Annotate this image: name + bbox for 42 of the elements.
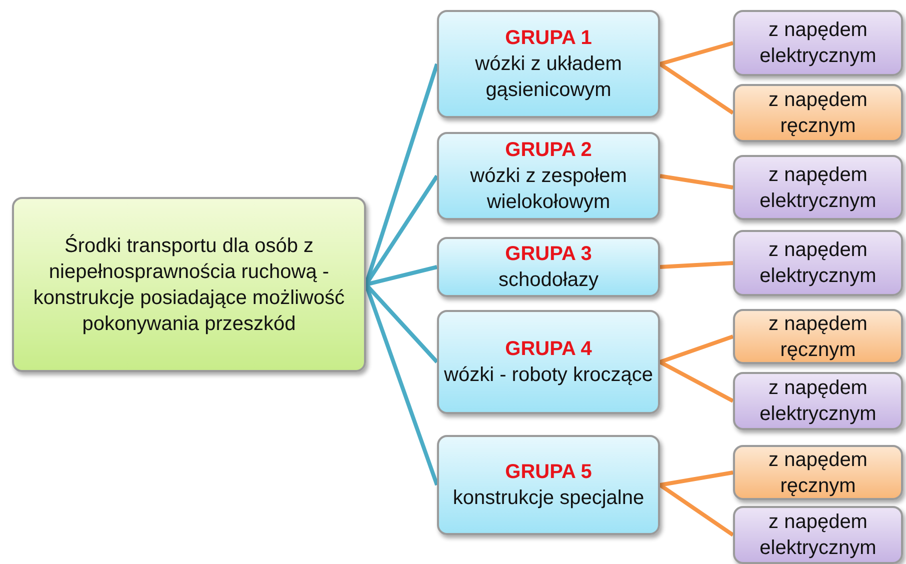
group-heading: GRUPA 1 [505, 26, 592, 51]
category-box [733, 84, 903, 142]
node-label: wózki z układem gąsienicowym [474, 52, 623, 103]
node-label: konstrukcje specjalne [452, 486, 644, 511]
node-label: Środki transportu dla osób z niepełnosprawnościa ruchową - konstrukcje posiadające możliwość pokonywania przeszkód [32, 233, 346, 336]
node-label: z napędem ręcznym [768, 448, 868, 498]
node-label: wózki - roboty kroczące [444, 363, 653, 388]
connector-line [658, 62, 734, 115]
connector-line [660, 174, 734, 190]
node-label: z napędem ręcznym [768, 88, 868, 139]
group-heading: GRUPA 5 [505, 460, 592, 485]
connector-line [659, 360, 734, 403]
connector-line [660, 470, 734, 487]
category-box [733, 10, 903, 76]
node-label: z napędem elektrycznym [758, 162, 878, 214]
category-box [733, 445, 903, 500]
group-box [437, 310, 660, 414]
connector-line [659, 41, 734, 66]
group-box [437, 237, 660, 297]
node-label: z napędem elektrycznym [758, 376, 878, 427]
group-box [437, 10, 660, 118]
category-box [733, 230, 903, 296]
group-heading: GRUPA 2 [505, 138, 592, 163]
node-label: z napędem elektrycznym [758, 238, 878, 289]
category-box [733, 309, 903, 364]
node-label: schodołazy [498, 268, 599, 293]
connector-line [658, 483, 734, 537]
group-box [437, 132, 660, 220]
group-box [437, 435, 660, 535]
category-box [733, 506, 903, 564]
connector-line [659, 334, 734, 364]
category-box [733, 155, 903, 220]
category-box [733, 372, 903, 430]
group-heading: GRUPA 4 [505, 337, 592, 362]
connector-line [660, 261, 734, 269]
topic-box [12, 197, 366, 372]
node-label: z napędem elektrycznym [758, 18, 878, 69]
connector-line [366, 265, 438, 286]
node-label: z napędem ręcznym [768, 312, 868, 362]
node-label: wózki z zespołem wielokołowym [469, 164, 628, 215]
node-label: z napędem elektrycznym [758, 510, 878, 561]
group-heading: GRUPA 3 [505, 242, 592, 267]
